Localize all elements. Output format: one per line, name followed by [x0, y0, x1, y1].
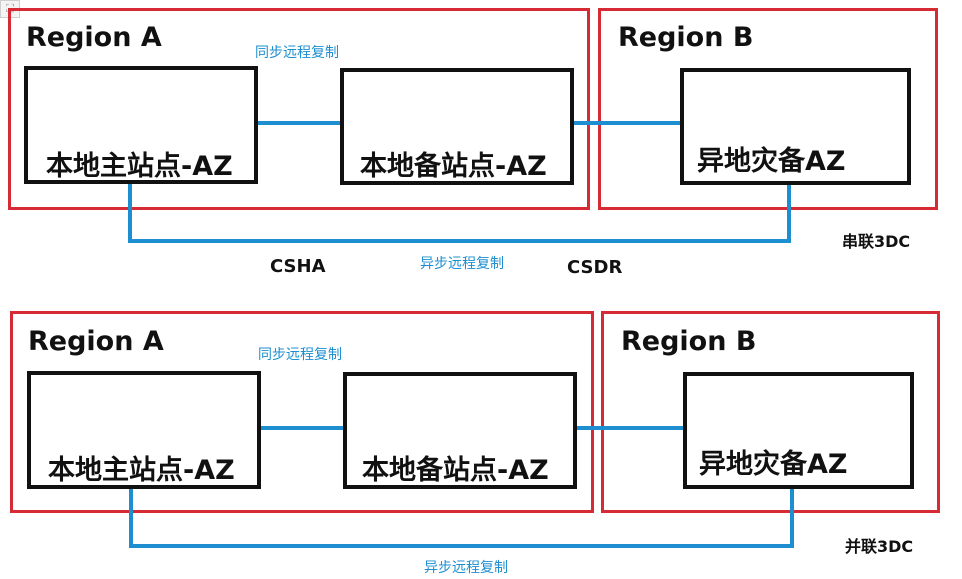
- region-a-title: Region A: [28, 326, 164, 357]
- dr-az-box: [680, 68, 911, 185]
- primary-az-label: 本地主站点-AZ: [48, 455, 235, 486]
- parallel-3dc-label: 并联3DC: [845, 537, 914, 556]
- primary-az-box: [24, 66, 258, 184]
- region-b-title: Region B: [618, 22, 754, 53]
- primary-az-box: [27, 371, 261, 489]
- dr-az-label: 异地灾备AZ: [699, 449, 848, 480]
- region-b-frame: [601, 311, 940, 513]
- async-connector-right: [787, 185, 791, 243]
- standby-az-box: [340, 68, 574, 185]
- csdr-connector: [574, 121, 680, 125]
- standby-az-label: 本地备站点-AZ: [360, 151, 547, 182]
- standby-dr-connector: [577, 426, 683, 430]
- csdr-label: CSDR: [567, 257, 623, 278]
- async-connector-bottom: [128, 239, 791, 243]
- dr-az-label: 异地灾备AZ: [697, 146, 846, 177]
- csha-label: CSHA: [270, 256, 326, 277]
- standby-az-label: 本地备站点-AZ: [362, 455, 549, 486]
- primary-az-label: 本地主站点-AZ: [46, 151, 233, 182]
- async-connector-bottom: [129, 544, 794, 548]
- standby-az-box: [343, 372, 577, 489]
- serial-3dc-label: 串联3DC: [842, 232, 911, 251]
- region-b-title: Region B: [621, 326, 757, 357]
- async-connector-left: [129, 489, 133, 548]
- dr-az-box: [683, 372, 914, 489]
- region-b-frame: [598, 8, 938, 210]
- region-a-title: Region A: [26, 22, 162, 53]
- region-a-frame: [10, 311, 594, 513]
- async-replication-label: 异步远程复制: [424, 560, 508, 576]
- region-a-frame: [8, 8, 590, 210]
- async-connector-left: [128, 184, 132, 243]
- async-replication-label: 异步远程复制: [420, 256, 504, 272]
- sync-connector: [261, 426, 343, 430]
- async-connector-right: [790, 489, 794, 548]
- sync-connector: [258, 121, 340, 125]
- sync-replication-label: 同步远程复制: [255, 45, 339, 61]
- sync-replication-label: 同步远程复制: [258, 347, 342, 363]
